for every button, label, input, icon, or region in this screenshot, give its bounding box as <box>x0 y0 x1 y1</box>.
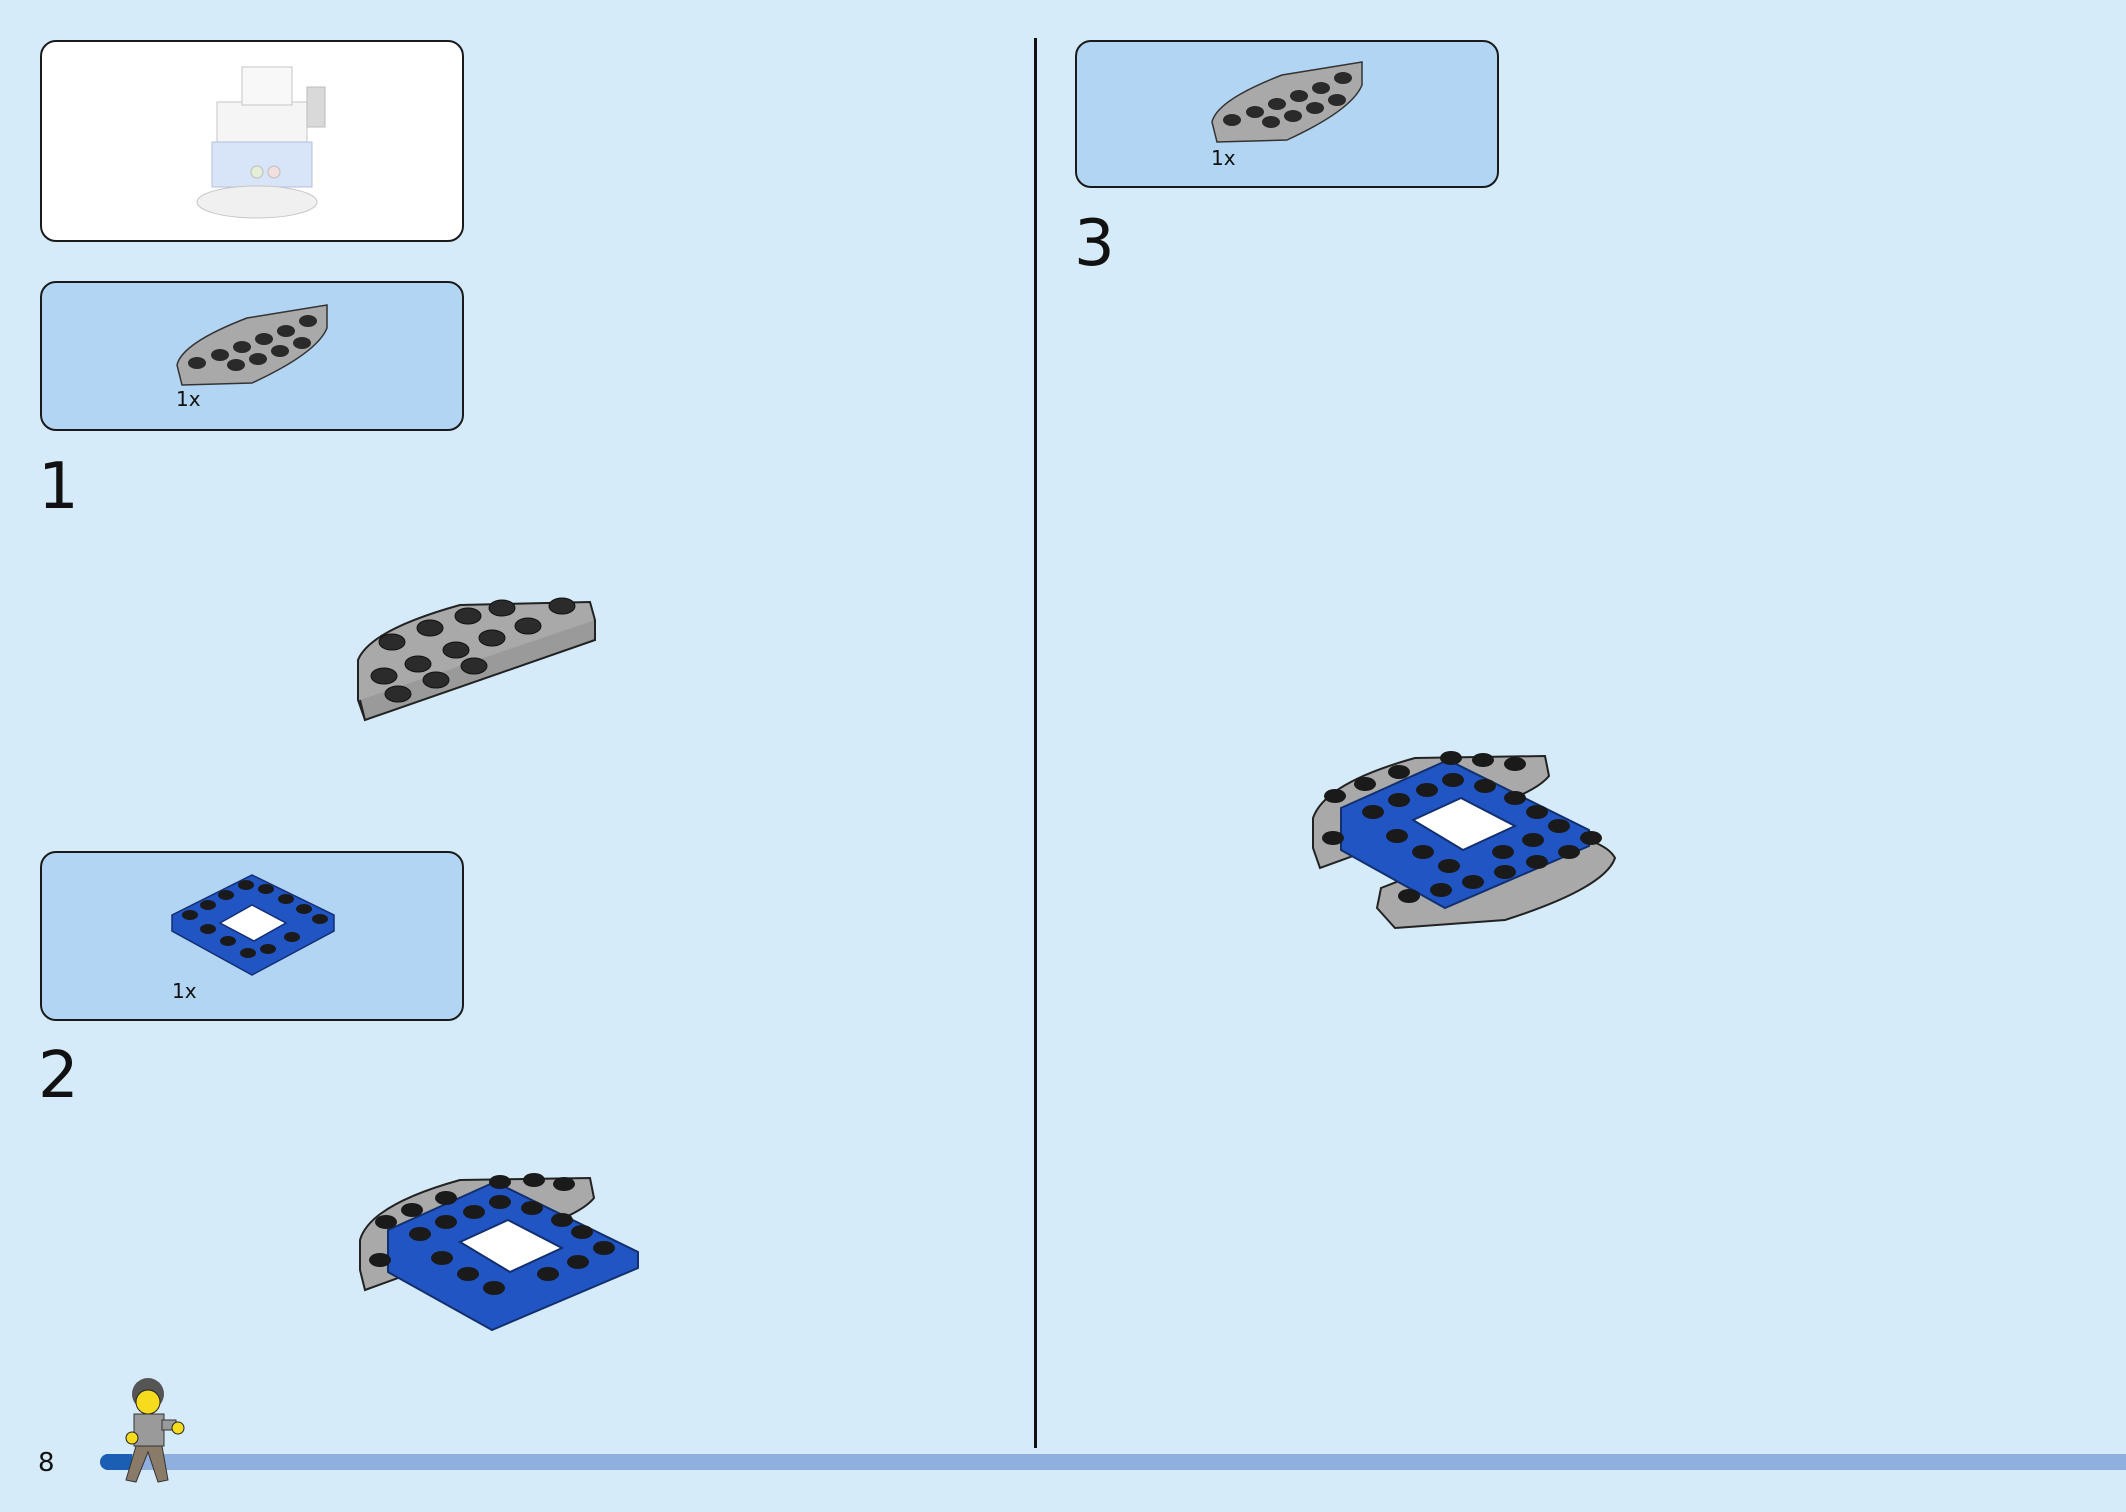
step-1-parts-panel: 1x <box>40 281 464 431</box>
progress-fill <box>100 1454 132 1470</box>
gray-half-round-plate-icon <box>176 304 328 386</box>
minifigure-walking-icon <box>125 1378 185 1483</box>
step-number: 3 <box>1074 207 1115 281</box>
part-quantity: 1x <box>1211 146 1236 170</box>
gray-half-round-plate-icon <box>1211 61 1363 143</box>
part-quantity: 1x <box>176 387 201 411</box>
step-2-assembly <box>359 1173 639 1332</box>
step-3-parts-panel: 1x <box>1075 40 1499 188</box>
step-number: 1 <box>38 450 79 524</box>
model-overview-panel <box>40 40 464 242</box>
blue-square-frame-plate-icon <box>171 874 335 976</box>
page-number: 8 <box>38 1448 55 1478</box>
page-divider <box>1034 38 1037 1448</box>
step-2-parts-panel: 1x <box>40 851 464 1021</box>
step-1-assembly-gray-plate <box>357 597 597 722</box>
step-3-assembly <box>1312 751 1617 930</box>
part-quantity: 1x <box>172 979 197 1003</box>
completed-model-preview-icon <box>196 66 326 219</box>
step-number: 2 <box>38 1039 79 1113</box>
progress-track <box>100 1454 2126 1470</box>
